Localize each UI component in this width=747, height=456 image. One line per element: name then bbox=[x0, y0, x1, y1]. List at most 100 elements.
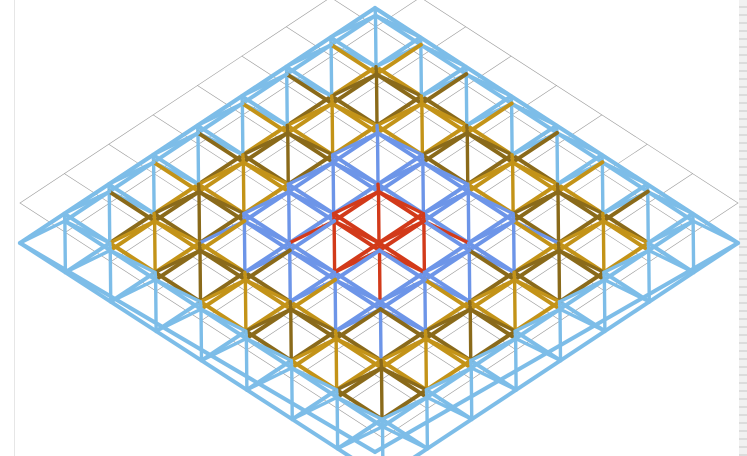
top-chord bbox=[241, 160, 291, 194]
top-chord bbox=[197, 160, 246, 194]
top-chord bbox=[329, 42, 379, 77]
diagonal-member bbox=[380, 424, 385, 456]
top-chord bbox=[421, 219, 472, 253]
bottom-chord bbox=[469, 387, 519, 422]
top-chord bbox=[151, 130, 200, 165]
top-chord bbox=[242, 189, 291, 223]
top-chord bbox=[373, 13, 423, 47]
top-chord bbox=[286, 189, 337, 223]
top-chord bbox=[557, 219, 606, 253]
top-chord bbox=[334, 336, 384, 370]
top-chord bbox=[284, 72, 335, 106]
top-chord bbox=[419, 101, 470, 135]
diagonal-member bbox=[63, 219, 68, 275]
diagonal-member bbox=[290, 395, 339, 421]
diagonal-member bbox=[289, 307, 293, 363]
diagonal-member bbox=[558, 307, 563, 363]
diagonal-member bbox=[602, 278, 607, 333]
diagonal-member bbox=[241, 160, 246, 216]
top-chord bbox=[242, 219, 292, 253]
diagonal-member bbox=[288, 248, 292, 304]
top-chord bbox=[510, 160, 560, 194]
top-chord bbox=[424, 365, 474, 400]
top-chord bbox=[557, 248, 607, 282]
bottom-chord bbox=[108, 299, 159, 334]
top-chord bbox=[467, 248, 517, 282]
diagonal-member bbox=[107, 189, 112, 245]
top-chord bbox=[422, 248, 472, 282]
top-chord bbox=[420, 160, 471, 194]
top-chord bbox=[374, 72, 424, 106]
bottom-chord bbox=[63, 270, 113, 304]
diagonal-member bbox=[243, 278, 248, 333]
top-chord bbox=[379, 365, 429, 400]
top-chord bbox=[335, 395, 385, 429]
diagonal-member bbox=[513, 336, 518, 392]
top-chord bbox=[287, 219, 337, 253]
bottom-chord bbox=[647, 270, 696, 304]
top-chord bbox=[244, 336, 294, 370]
diagonal-member bbox=[374, 72, 379, 128]
top-chord bbox=[196, 101, 245, 135]
top-chord bbox=[241, 130, 290, 165]
top-chord bbox=[467, 219, 516, 253]
top-chord bbox=[512, 277, 562, 312]
top-chord bbox=[288, 277, 338, 312]
bottom-chord bbox=[558, 329, 607, 363]
top-chord bbox=[423, 307, 473, 341]
top-chord bbox=[285, 130, 336, 165]
top-chord bbox=[465, 101, 514, 135]
diagonal-member bbox=[196, 131, 201, 186]
top-chord bbox=[465, 130, 515, 165]
top-chord bbox=[335, 365, 384, 400]
diagonal-member bbox=[152, 219, 157, 275]
diagonal-member bbox=[290, 366, 294, 421]
top-chord bbox=[332, 189, 381, 223]
bottom-chord bbox=[244, 387, 295, 422]
top-chord bbox=[334, 307, 383, 341]
top-chord bbox=[287, 248, 338, 282]
bottom-chord bbox=[514, 358, 563, 392]
diagonal-member bbox=[286, 131, 290, 186]
diagonal-member bbox=[333, 278, 338, 333]
top-chord bbox=[558, 277, 607, 312]
diagonal-member bbox=[423, 278, 428, 333]
diagonal-member bbox=[376, 189, 381, 245]
top-chord bbox=[600, 160, 650, 194]
top-chord bbox=[153, 277, 203, 312]
top-chord bbox=[243, 277, 293, 312]
top-chord bbox=[646, 219, 696, 253]
top-chord bbox=[286, 160, 336, 194]
top-chord bbox=[513, 307, 562, 341]
top-chord bbox=[422, 277, 473, 312]
top-chord bbox=[602, 248, 651, 282]
window-scroll-edge bbox=[739, 0, 747, 456]
top-chord bbox=[199, 307, 249, 341]
top-chord bbox=[378, 277, 427, 312]
top-chord bbox=[374, 42, 423, 77]
top-chord bbox=[511, 189, 560, 223]
diagonal-member bbox=[331, 160, 336, 216]
top-chord bbox=[556, 189, 606, 223]
top-chord bbox=[555, 130, 605, 165]
top-chord bbox=[333, 277, 383, 312]
top-chord bbox=[152, 219, 202, 253]
adjacent-panel-edge bbox=[0, 0, 15, 456]
diagonal-member bbox=[466, 189, 471, 245]
perimeter-edge bbox=[373, 6, 740, 245]
top-chord bbox=[289, 365, 340, 400]
diagonal-member bbox=[285, 72, 289, 128]
diagonal-member bbox=[380, 424, 430, 451]
diagonal-member bbox=[198, 248, 203, 304]
diagonal-member bbox=[199, 307, 204, 363]
top-chord bbox=[418, 42, 469, 77]
diagonal-member bbox=[335, 424, 385, 451]
bottom-chord bbox=[199, 358, 249, 392]
diagonal-member bbox=[377, 248, 382, 304]
top-chord bbox=[196, 130, 246, 165]
bottom-chord bbox=[425, 417, 474, 451]
top-chord bbox=[152, 189, 201, 223]
top-chord bbox=[62, 189, 112, 223]
top-chord bbox=[380, 395, 429, 429]
diagonal-member bbox=[334, 336, 339, 392]
